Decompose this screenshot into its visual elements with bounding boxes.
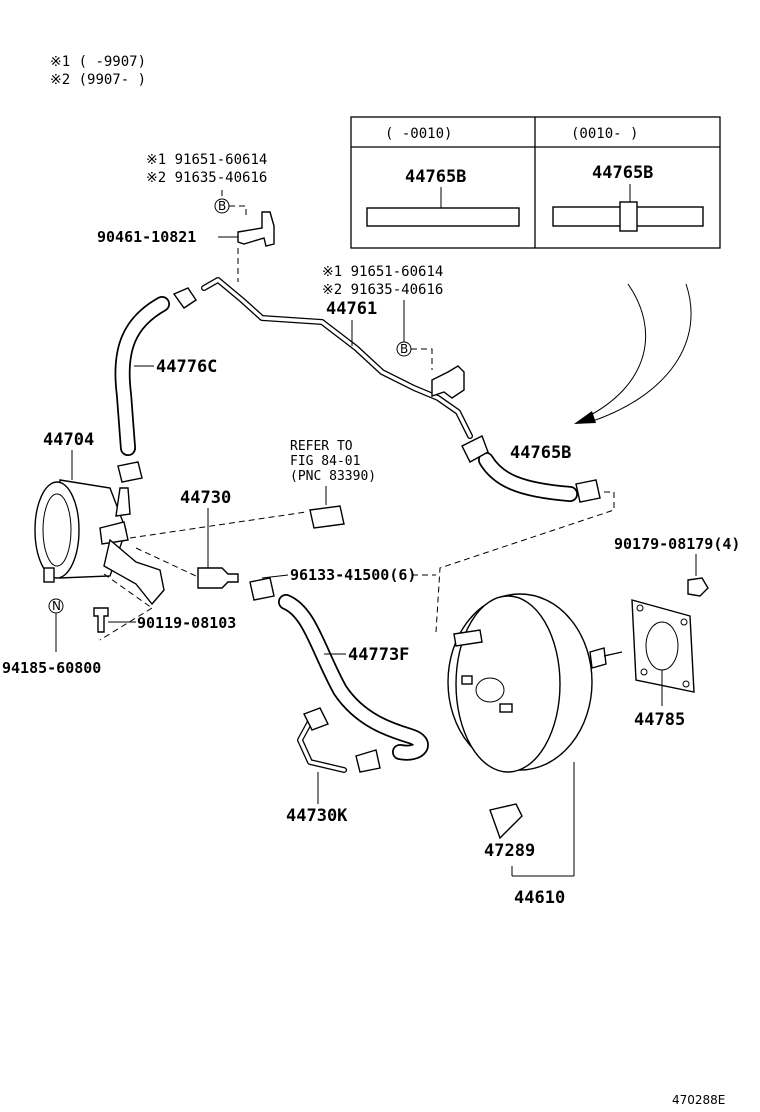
hose-44776c	[114, 296, 170, 456]
hose-clip-top	[172, 287, 197, 309]
vacuum-pipe-44761	[201, 277, 473, 439]
label-91635-a: ※2 91635-40616	[146, 170, 267, 186]
hose-44765b-inner	[479, 453, 577, 501]
tank-drain-plug	[43, 567, 55, 583]
hose-44765b	[478, 452, 578, 502]
label-90179: 90179-08179(4)	[614, 535, 740, 553]
gasket-44785	[631, 599, 695, 693]
refer-line-2: FIG 84-01	[290, 454, 360, 469]
brake-booster-44610	[447, 593, 623, 773]
b-mark-a: B	[218, 199, 226, 213]
tank-inlet-pipe	[115, 487, 131, 517]
refer-line-1: REFER TO	[290, 439, 353, 454]
callout-curve-1	[584, 283, 647, 419]
tank-bracket	[103, 538, 165, 606]
clip-44730k	[303, 707, 329, 731]
gasket-hole-1	[636, 604, 644, 612]
booster-stud-2	[499, 703, 513, 713]
bracket-clamp-b	[431, 365, 465, 399]
label-44704: 44704	[43, 430, 94, 450]
label-44765b: 44765B	[510, 443, 571, 463]
label-91635-b: ※2 91635-40616	[322, 282, 443, 298]
note-2: ※2 (9907- )	[50, 72, 146, 88]
label-44730: 44730	[180, 488, 231, 508]
booster-pushrod	[603, 651, 623, 657]
label-44730k: 44730K	[286, 806, 348, 826]
label-90461: 90461-10821	[97, 228, 196, 246]
pipe-44730k-inner	[298, 716, 346, 772]
table-col1-part: 44765B	[405, 167, 466, 187]
dash-tank-to-valve	[135, 547, 197, 577]
hose-44776c-inner	[116, 297, 169, 455]
gasket-hole-2	[680, 618, 688, 626]
bolt-90119	[93, 607, 109, 633]
bracket-90461	[237, 211, 275, 247]
check-valve-44730	[197, 567, 239, 589]
leader-dash-b	[411, 348, 433, 370]
hose-variant-old	[366, 207, 520, 227]
leader-dash-a	[221, 190, 247, 216]
label-94185: 94185-60800	[2, 659, 101, 677]
tank-end	[34, 481, 80, 579]
hose-44765b-clip-b	[575, 479, 601, 503]
table-col2-header: (0010- )	[571, 126, 638, 142]
vacuum-tank-44704	[34, 479, 165, 606]
vacuum-switch	[309, 505, 345, 529]
table-col2-part: 44765B	[592, 163, 653, 183]
label-91651-a: ※1 91651-60614	[146, 152, 267, 168]
hose-clip-bottom	[117, 461, 143, 483]
label-44773f: 44773F	[348, 645, 409, 665]
note-1: ※1 ( -9907)	[50, 54, 146, 70]
tank-end-rim	[42, 493, 72, 567]
tank-port	[99, 521, 129, 545]
n-mark: N	[52, 599, 61, 613]
hose-variant-new-band	[619, 201, 638, 232]
hose-44773f	[278, 594, 429, 761]
dash-tank-to-switch	[129, 511, 307, 539]
variant-table: ( -0010) (0010- ) 44765B 44765B	[350, 116, 721, 249]
dash-hose-to-booster	[435, 491, 615, 633]
pipe-inner	[202, 278, 472, 438]
table-col1-header: ( -0010)	[385, 126, 452, 142]
b-mark-b: B	[400, 342, 408, 356]
clamp-96133	[249, 577, 275, 601]
label-44776c: 44776C	[156, 357, 217, 377]
label-44610: 44610	[514, 888, 565, 908]
hose-44765b-clip-a	[461, 435, 489, 463]
leader-96133	[261, 574, 289, 579]
booster-check-port	[453, 629, 483, 647]
callout-curve-2	[589, 283, 692, 423]
hose-44773f-inner	[279, 595, 428, 759]
plate-47289	[489, 803, 523, 840]
refer-line-3: (PNC 83390)	[290, 469, 376, 484]
hose-44773f-clip	[355, 749, 381, 773]
booster-pushrod-base	[589, 647, 607, 669]
label-91651-b: ※1 91651-60614	[322, 264, 443, 280]
booster-hub	[475, 677, 505, 703]
label-44785: 44785	[634, 710, 685, 730]
label-96133: 96133-41500(6)	[290, 566, 416, 584]
booster-stud-1	[461, 675, 473, 685]
callout-arrowhead	[574, 411, 596, 424]
dash-tank-bolt-2	[99, 607, 153, 641]
label-90119: 90119-08103	[137, 614, 236, 632]
label-47289: 47289	[484, 841, 535, 861]
nut-90179	[687, 577, 709, 597]
gasket-hole-3	[640, 668, 648, 676]
illustration-code: 470288E	[672, 1093, 725, 1107]
gasket-hole-4	[682, 680, 690, 688]
label-44761: 44761	[326, 299, 377, 319]
